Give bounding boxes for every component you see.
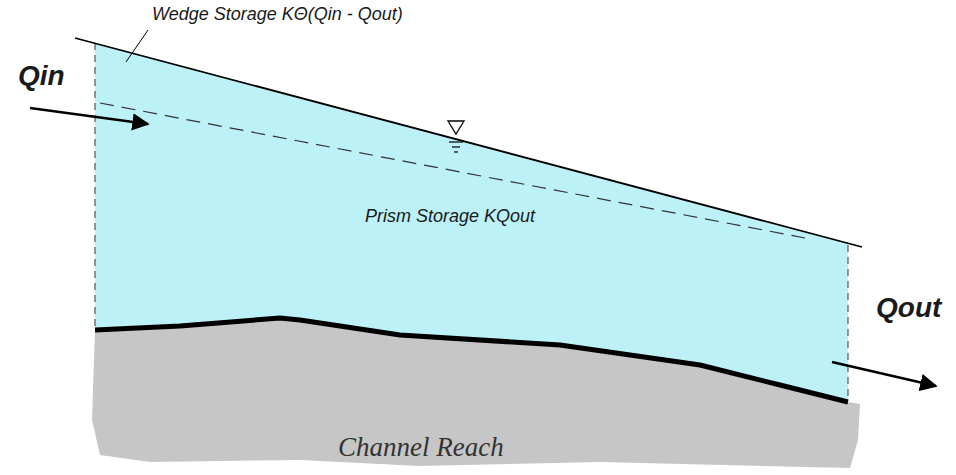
channel-bed bbox=[95, 318, 848, 402]
reach-boundary bbox=[94, 43, 95, 328]
water-level-symbol bbox=[448, 121, 464, 152]
prism-top bbox=[100, 103, 805, 238]
reach-boundary bbox=[847, 245, 848, 400]
outflow-arrow bbox=[832, 362, 936, 386]
reach-label: Channel Reach bbox=[338, 432, 504, 463]
water-surface bbox=[75, 38, 862, 247]
water-body bbox=[95, 43, 848, 402]
inflow-label: Qin bbox=[18, 60, 65, 92]
leader-line bbox=[126, 30, 148, 62]
wedge-storage-label: Wedge Storage KΘ(Qin - Qout) bbox=[152, 4, 403, 25]
prism-storage-label: Prism Storage KQout bbox=[365, 206, 535, 227]
outflow-label: Qout bbox=[876, 292, 941, 324]
inflow-arrow bbox=[30, 108, 148, 124]
